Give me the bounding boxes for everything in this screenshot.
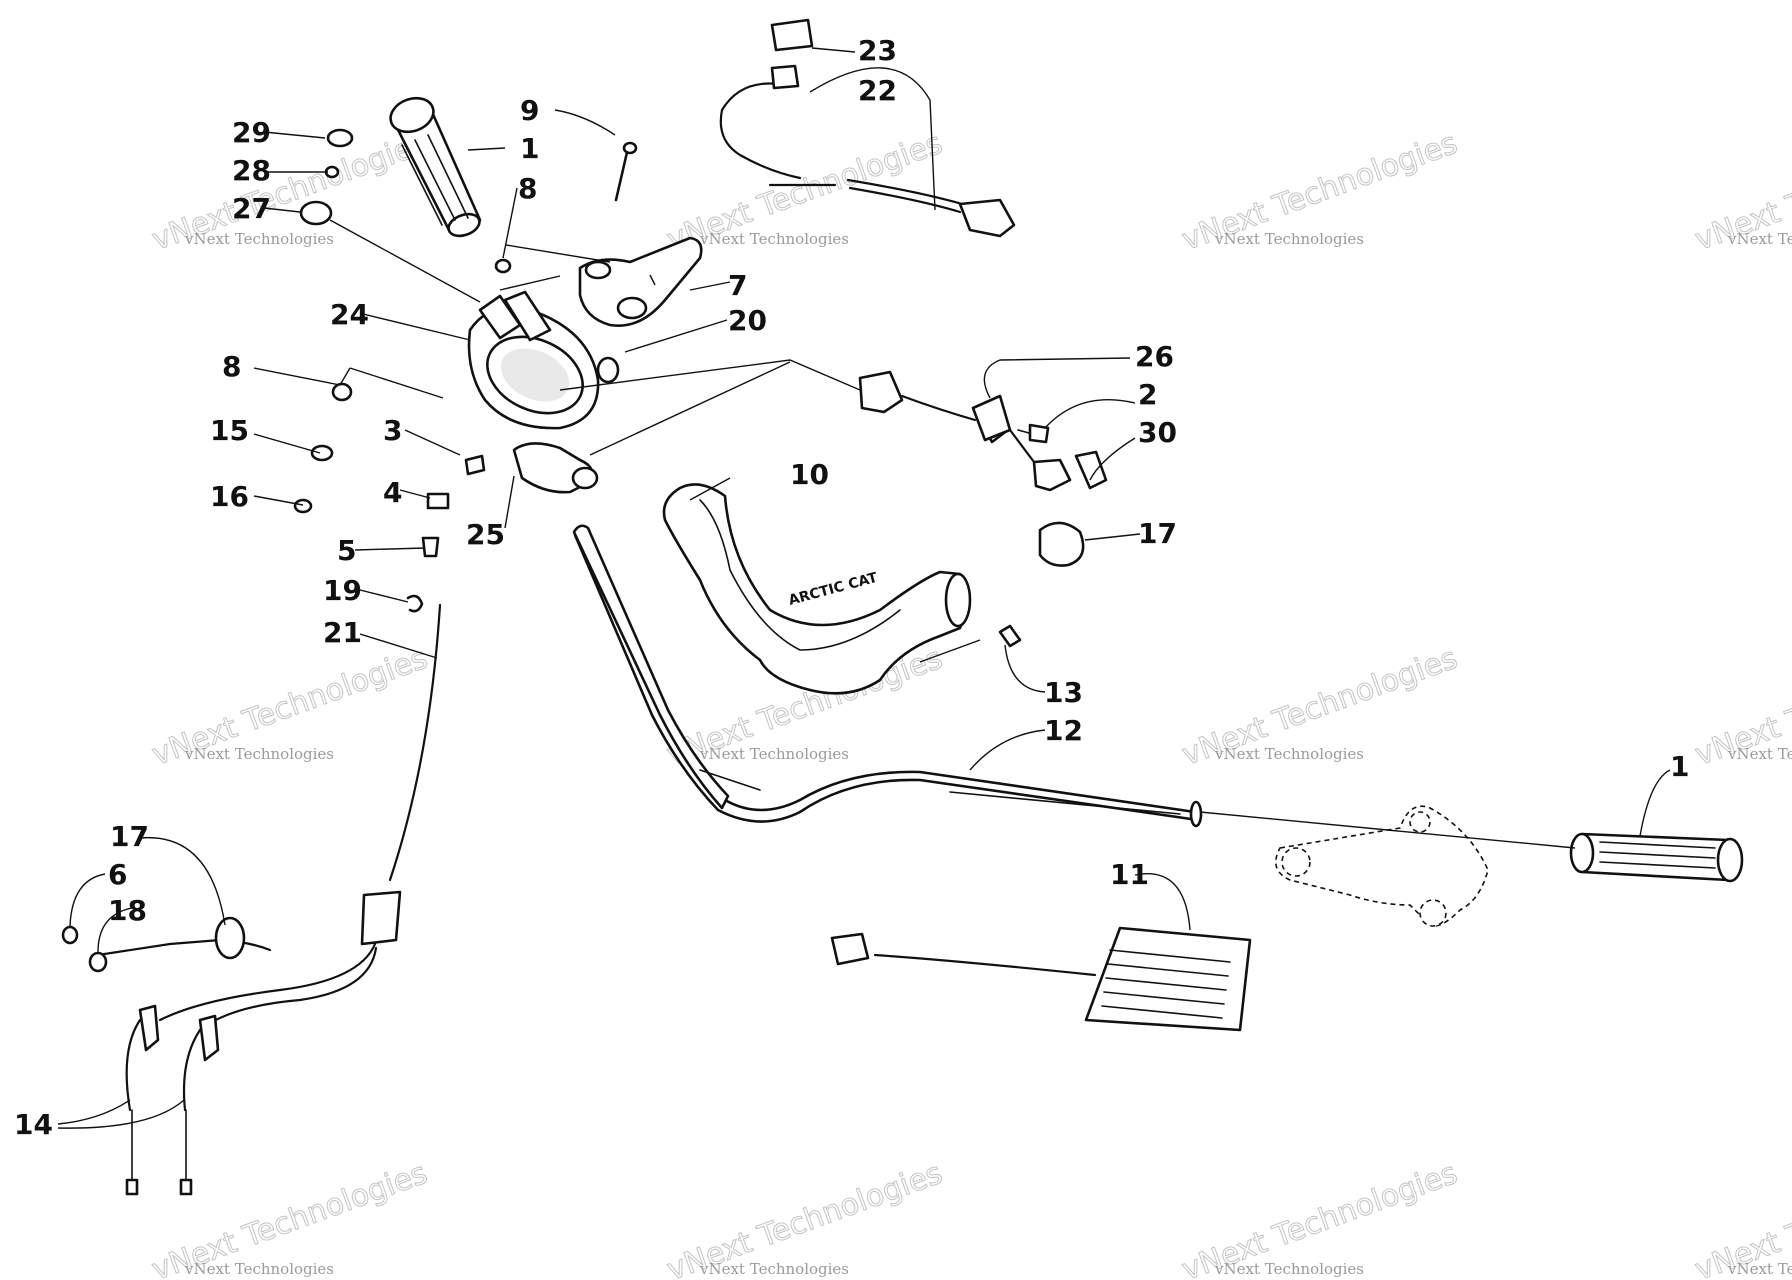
svg-text:vNext Technologies: vNext Technologies (699, 1260, 849, 1278)
brake-lever-assembly (1274, 805, 1489, 927)
svg-text:vNext Technologies: vNext Technologies (699, 745, 849, 763)
clip-19 (406, 594, 424, 613)
callout-17: 17 (110, 820, 149, 853)
leader-lines (57, 47, 1671, 1129)
watermark: vNext Technologies vNext Technologies (1177, 1155, 1462, 1280)
svg-text:vNext Technologies: vNext Technologies (699, 230, 849, 248)
callout-18: 18 (108, 894, 147, 927)
callout-12: 12 (1044, 714, 1083, 747)
grip-right (1569, 832, 1744, 883)
callout-24: 24 (330, 298, 369, 331)
svg-text:vNext Technologies: vNext Technologies (1214, 1260, 1364, 1278)
plug-29 (326, 128, 354, 148)
watermark: vNext Technologies vNext Technologies (662, 1155, 947, 1280)
svg-text:vNext Technologies: vNext Technologies (1214, 745, 1364, 763)
watermark: vNext Technologies vNext Technologies (147, 1155, 432, 1280)
callout-3: 3 (383, 414, 402, 447)
callout-19: 19 (323, 574, 362, 607)
callout-29: 29 (232, 116, 271, 149)
svg-text:vNext Technologies: vNext Technologies (1727, 230, 1792, 248)
nut-8 (331, 382, 353, 402)
callout-1: 1 (1670, 750, 1689, 783)
watermark: vNext Technologies vNext Technologies (1177, 125, 1462, 258)
svg-text:vNext Technologies: vNext Technologies (1727, 745, 1792, 763)
svg-text:ARCTIC CAT: ARCTIC CAT (787, 570, 880, 609)
callout-14: 14 (14, 1108, 53, 1141)
callout-9: 9 (520, 94, 539, 127)
callout-2: 2 (1138, 378, 1157, 411)
bushing-27 (299, 200, 333, 226)
callout-5: 5 (337, 534, 356, 567)
screw-2 (1028, 423, 1050, 444)
clip-4 (426, 492, 450, 510)
clamp-17 (1038, 521, 1085, 567)
callout-20: 20 (728, 304, 767, 337)
callouts: 23 22 9 29 1 28 8 27 7 24 20 26 8 2 15 3… (14, 34, 1689, 1141)
nut-8-top (494, 258, 512, 274)
throttle-housing (467, 290, 600, 430)
callout-7: 7 (728, 269, 747, 302)
callout-6: 6 (108, 858, 127, 891)
grip-left (389, 96, 482, 238)
watermarks: vNext Technologies vNext Technologies vN… (147, 125, 1792, 1280)
cable-assembly (61, 603, 442, 1196)
watermark: vNext Technologies vNext Technologies (1690, 1155, 1792, 1280)
callout-11: 11 (1110, 858, 1149, 891)
watermark: vNext Technologies vNext Technologies (1690, 640, 1792, 773)
callout-1: 1 (520, 132, 539, 165)
bracket-26 (971, 394, 1012, 442)
callout-10: 10 (790, 458, 829, 491)
callout-25: 25 (466, 518, 505, 551)
screw-13 (998, 624, 1022, 648)
heater-wiring-upper (719, 18, 1016, 238)
svg-text:vNext Technologies: vNext Technologies (184, 745, 334, 763)
svg-text:vNext Technologies: vNext Technologies (184, 230, 334, 248)
watermark: vNext Technologies vNext Technologies (1177, 640, 1462, 773)
callout-28: 28 (232, 154, 271, 187)
handlebar (572, 524, 1203, 828)
svg-text:vNext Technologies: vNext Technologies (1214, 230, 1364, 248)
callout-22: 22 (858, 74, 897, 107)
callout-26: 26 (1135, 340, 1174, 373)
bolt-9 (614, 146, 630, 202)
callout-8: 8 (518, 172, 537, 205)
switch (512, 442, 599, 494)
callout-30: 30 (1138, 416, 1177, 449)
watermark: vNext Technologies vNext Technologies (662, 125, 947, 258)
svg-text:vNext Technologies: vNext Technologies (1727, 1260, 1792, 1278)
svg-text:vNext Technologies: vNext Technologies (184, 1260, 334, 1278)
bolt-9-head (622, 141, 638, 155)
callout-27: 27 (232, 192, 271, 225)
watermark: vNext Technologies vNext Technologies (147, 125, 432, 258)
washer-16 (293, 498, 313, 514)
callout-21: 21 (323, 616, 362, 649)
callout-23: 23 (858, 34, 897, 67)
callout-16: 16 (210, 480, 249, 513)
heater-element-lower (830, 926, 1252, 1032)
throttle-lever (578, 236, 703, 327)
clip-20 (596, 356, 620, 384)
callout-13: 13 (1044, 676, 1083, 709)
screw-5 (421, 536, 440, 558)
screw-3 (464, 454, 486, 476)
callout-8: 8 (222, 350, 241, 383)
callout-17: 17 (1138, 517, 1177, 550)
watermark: vNext Technologies vNext Technologies (147, 640, 432, 773)
callout-15: 15 (210, 414, 249, 447)
watermark: vNext Technologies vNext Technologies (1690, 125, 1792, 258)
callout-4: 4 (383, 476, 402, 509)
hardware (293, 128, 1085, 648)
washer-15 (310, 444, 334, 462)
